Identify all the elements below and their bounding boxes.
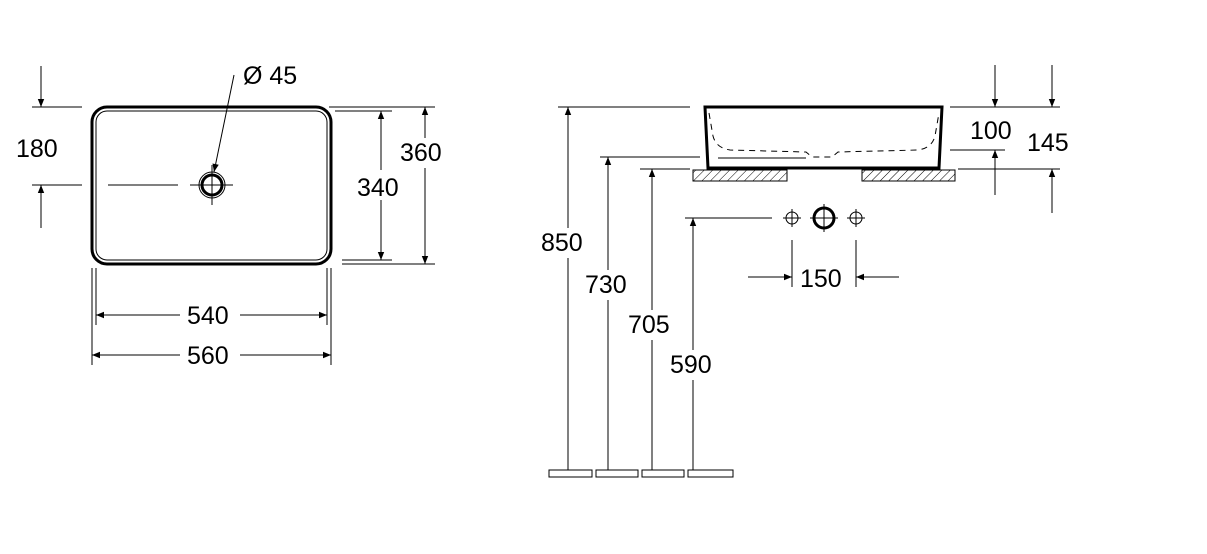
bowl-height-label: 100: [970, 117, 1012, 145]
outer-width-label: 560: [187, 342, 229, 370]
drain-diameter-label: Ø 45: [243, 62, 297, 90]
floor-block: [548, 469, 593, 478]
drain-offset-label: 180: [16, 135, 58, 163]
side-view: 850 730 705 590 150 100 145: [540, 65, 1069, 478]
outer-depth-label: 360: [400, 139, 442, 167]
height-850-label: 850: [541, 229, 583, 257]
basin-side-outline: [703, 105, 944, 170]
basin-outline-outer: [90, 105, 333, 266]
countertop-left: [692, 169, 788, 182]
drain-leader: [212, 74, 235, 173]
tap-spacing-label: 150: [800, 265, 842, 293]
drain-icon: [190, 165, 233, 205]
tap-hole-main-icon: [810, 204, 838, 232]
tap-hole-icon: [783, 209, 801, 227]
basin-outline-inner: [95, 110, 328, 261]
inner-width-label: 540: [187, 302, 229, 330]
floor-block: [687, 469, 734, 478]
tap-hole-icon: [847, 209, 865, 227]
top-view: Ø 45 180 340 360 540 560: [16, 62, 450, 370]
floor-block: [595, 469, 639, 478]
inner-depth-label: 340: [357, 174, 399, 202]
height-705-label: 705: [628, 311, 670, 339]
height-590-label: 590: [670, 351, 712, 379]
floor-block: [641, 469, 685, 478]
countertop-right: [861, 169, 956, 182]
total-height-label: 145: [1027, 129, 1069, 157]
height-730-label: 730: [585, 271, 627, 299]
